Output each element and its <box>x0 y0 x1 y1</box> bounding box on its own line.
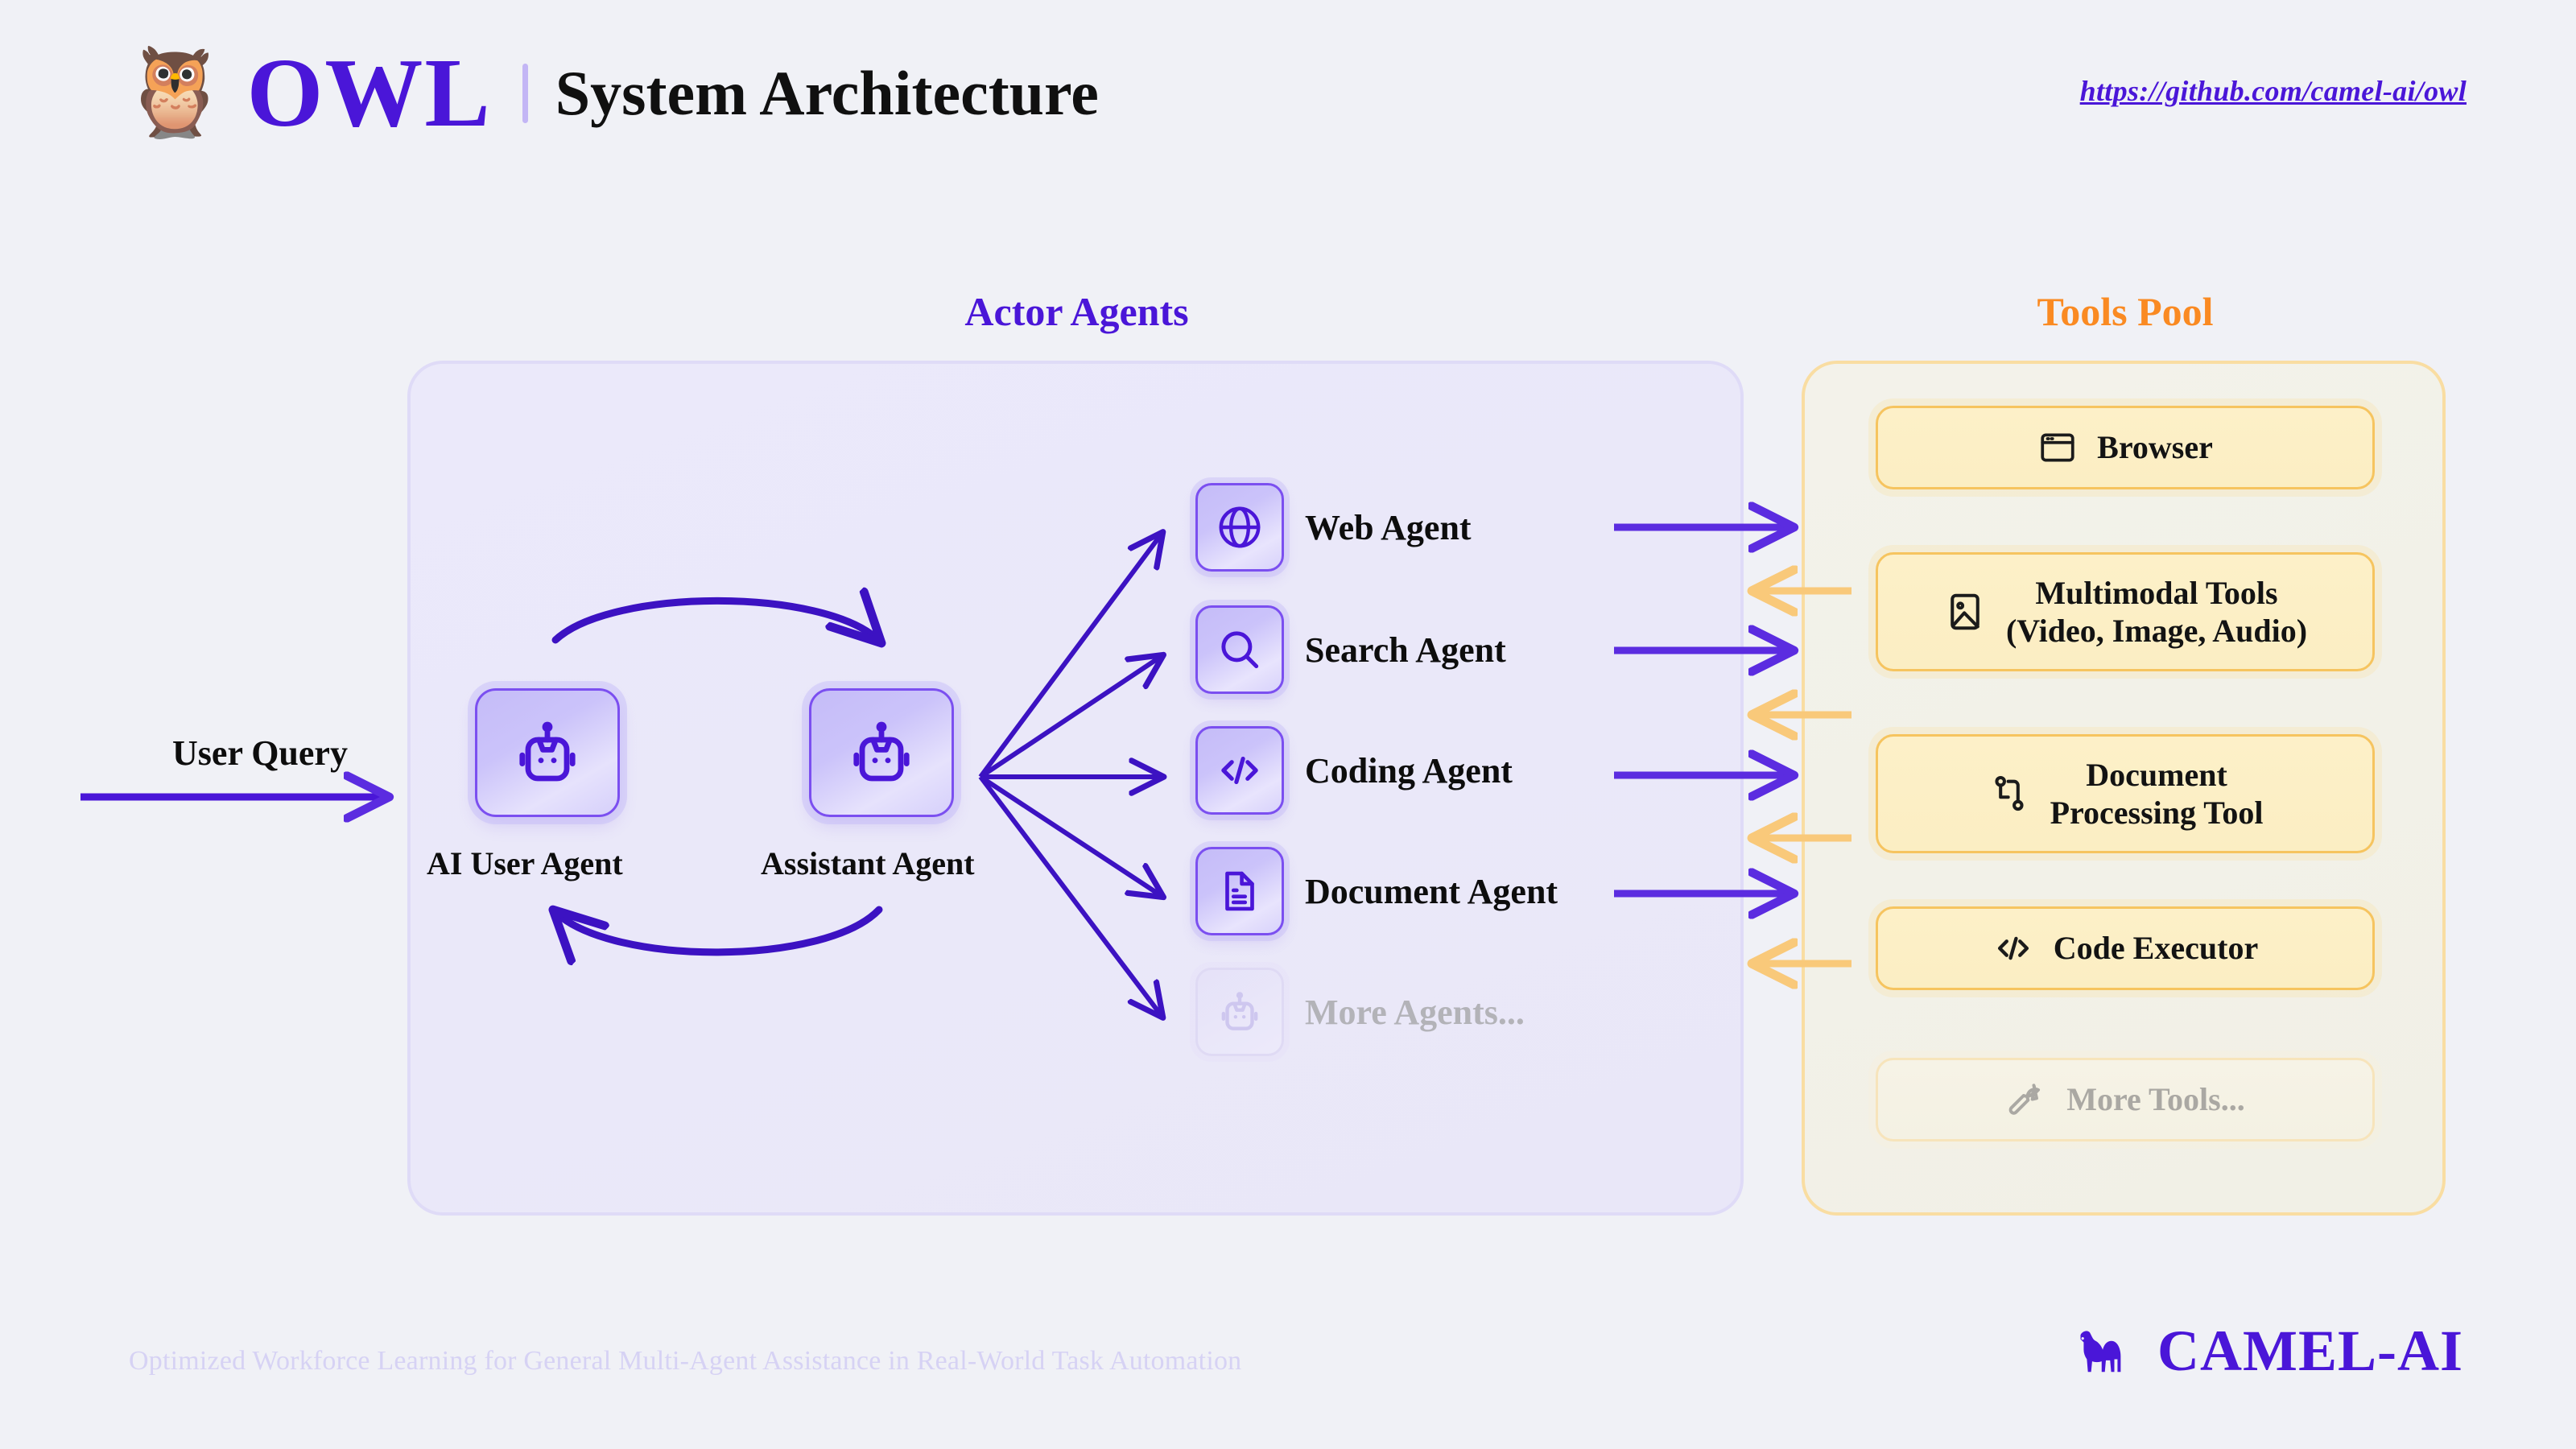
web-agent-tile <box>1195 483 1284 572</box>
globe-icon <box>1219 506 1261 548</box>
repo-url-link[interactable]: https://github.com/camel-ai/owl <box>2079 75 2467 107</box>
owl-icon: 🦉 <box>121 45 229 141</box>
image-icon <box>1951 593 1979 630</box>
coding-agent-tile <box>1195 726 1284 815</box>
search-agent-label: Search Agent <box>1305 630 1506 670</box>
document-agent-tile <box>1195 847 1284 935</box>
header: 🦉 OWL System Architecture <box>121 44 1099 142</box>
ai-user-agent-label: AI User Agent <box>427 845 623 881</box>
tool-more-tools-label: More Tools... <box>2066 1081 2245 1118</box>
code-icon <box>1221 756 1258 785</box>
ai-user-agent[interactable]: AI User Agent <box>427 688 623 882</box>
code-icon <box>1997 936 2029 960</box>
agent-row-web[interactable]: Web Agent <box>1195 483 1472 572</box>
web-agent-label: Web Agent <box>1305 507 1472 547</box>
brand-name: OWL <box>246 39 492 147</box>
tool-card-code-executor[interactable]: Code Executor <box>1876 906 2375 990</box>
agent-row-coding[interactable]: Coding Agent <box>1195 726 1513 815</box>
more-agents-label: More Agents... <box>1305 992 1525 1032</box>
assistant-agent[interactable]: Assistant Agent <box>761 688 975 882</box>
search-icon <box>1221 631 1259 669</box>
tool-card-browser[interactable]: Browser <box>1876 406 2375 489</box>
more-agents-tile <box>1195 968 1284 1056</box>
tool-card-document-processing[interactable]: Document Processing Tool <box>1876 734 2375 853</box>
git-branch-icon <box>1995 775 2024 811</box>
camel-ai-logo: CAMEL-AI <box>2072 1317 2463 1385</box>
tool-code-executor-label: Code Executor <box>2053 930 2259 967</box>
title-divider <box>522 64 528 123</box>
robot-icon <box>1221 992 1258 1030</box>
tool-browser-label: Browser <box>2097 429 2213 466</box>
assistant-agent-label: Assistant Agent <box>761 845 975 881</box>
agent-row-search[interactable]: Search Agent <box>1195 605 1506 694</box>
coding-agent-label: Coding Agent <box>1305 750 1513 791</box>
document-agent-label: Document Agent <box>1305 871 1558 911</box>
tool-card-multimodal[interactable]: Multimodal Tools (Video, Image, Audio) <box>1876 552 2375 671</box>
actor-agents-heading: Actor Agents <box>964 289 1189 334</box>
browser-window-icon <box>2041 433 2074 462</box>
agent-row-document[interactable]: Document Agent <box>1195 847 1558 935</box>
tool-document-processing-label: Document Processing Tool <box>2050 756 2264 831</box>
tool-multimodal-label: Multimodal Tools (Video, Image, Audio) <box>2005 574 2308 649</box>
page-title: System Architecture <box>555 58 1099 128</box>
search-agent-tile <box>1195 605 1284 694</box>
robot-icon <box>853 721 910 782</box>
wrench-icon <box>2008 1084 2041 1115</box>
tool-card-more-tools[interactable]: More Tools... <box>1876 1058 2375 1141</box>
camel-ai-wordmark: CAMEL-AI <box>2157 1319 2463 1383</box>
footer-tagline: Optimized Workforce Learning for General… <box>129 1346 1242 1376</box>
document-icon <box>1225 871 1254 911</box>
ai-user-agent-tile <box>475 688 620 817</box>
assistant-agent-tile <box>809 688 954 817</box>
agent-row-more[interactable]: More Agents... <box>1195 968 1525 1056</box>
tools-pool-heading: Tools Pool <box>2037 289 2214 334</box>
user-query-label: User Query <box>172 733 348 773</box>
camel-icon <box>2080 1331 2121 1373</box>
robot-icon <box>519 721 576 782</box>
